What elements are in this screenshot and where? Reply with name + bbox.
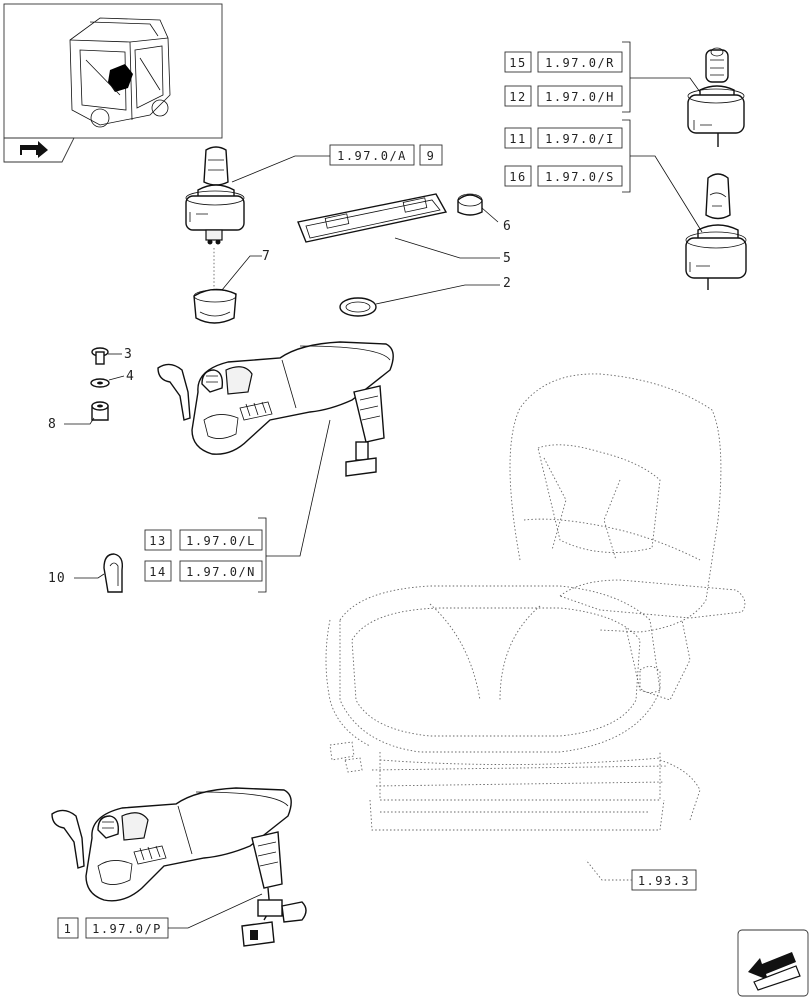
ref-number: 16: [509, 170, 526, 184]
ref-code: 1.97.0/N: [186, 565, 256, 579]
ref-box-seat[interactable]: 1.93.3: [631, 869, 697, 891]
nut-part-8: [91, 401, 109, 421]
ref-code: 1.93.3: [638, 874, 690, 888]
callout-10: 10: [48, 571, 66, 586]
armrest-console-upper: [157, 341, 394, 477]
callout-2: 2: [503, 276, 512, 291]
callout-5: 5: [503, 251, 512, 266]
ref-number: 13: [149, 534, 166, 548]
ref-code: 1.97.0/S: [545, 170, 615, 184]
ref-code: 1.97.0/H: [545, 90, 615, 104]
next-page-arrow-icon[interactable]: [737, 929, 809, 997]
ref-number: 9: [427, 149, 436, 163]
ref-number: 12: [509, 90, 526, 104]
operator-seat: [325, 373, 746, 831]
ref-box-1[interactable]: 1 1.97.0/P: [57, 917, 169, 939]
tractor-cab-thumbnail[interactable]: [3, 3, 223, 139]
joystick-upper-right: [687, 47, 745, 147]
armrest-console-lower: [51, 787, 307, 947]
ref-box-14[interactable]: 14 1.97.0/N: [144, 560, 263, 582]
joystick-center: [185, 146, 245, 245]
cover-plate-part-5: [297, 193, 448, 243]
ref-number: 1: [64, 922, 73, 936]
ref-code: 1.97.0/R: [545, 56, 615, 70]
callout-6: 6: [503, 219, 512, 234]
ref-box-16[interactable]: 16 1.97.0/S: [504, 165, 623, 187]
ref-number: 11: [509, 132, 526, 146]
ref-box-13[interactable]: 13 1.97.0/L: [144, 529, 263, 551]
callout-3: 3: [124, 347, 133, 362]
rubber-boot-part-7: [193, 288, 237, 324]
screw-part-3: [91, 347, 109, 365]
ref-number: 15: [509, 56, 526, 70]
ref-box-15[interactable]: 15 1.97.0/R: [504, 51, 623, 73]
ref-box-12[interactable]: 12 1.97.0/H: [504, 85, 623, 107]
joystick-lower-right: [685, 173, 747, 290]
washer-part-4: [90, 378, 110, 388]
callout-8: 8: [48, 417, 57, 432]
ref-code: 1.97.0/A: [337, 149, 407, 163]
thumbnail-tab[interactable]: [3, 137, 75, 163]
ref-number: 14: [149, 565, 166, 579]
ref-box-9[interactable]: 1.97.0/A 9: [329, 144, 443, 166]
knob-part-6: [457, 193, 483, 216]
ref-box-11[interactable]: 11 1.97.0/I: [504, 127, 623, 149]
ref-code: 1.97.0/P: [92, 922, 162, 936]
ref-code: 1.97.0/I: [545, 132, 615, 146]
ref-code: 1.97.0/L: [186, 534, 256, 548]
callout-4: 4: [126, 369, 135, 384]
callout-7: 7: [262, 249, 271, 264]
seal-part-2: [339, 297, 377, 317]
clip-part-10: [103, 553, 124, 593]
